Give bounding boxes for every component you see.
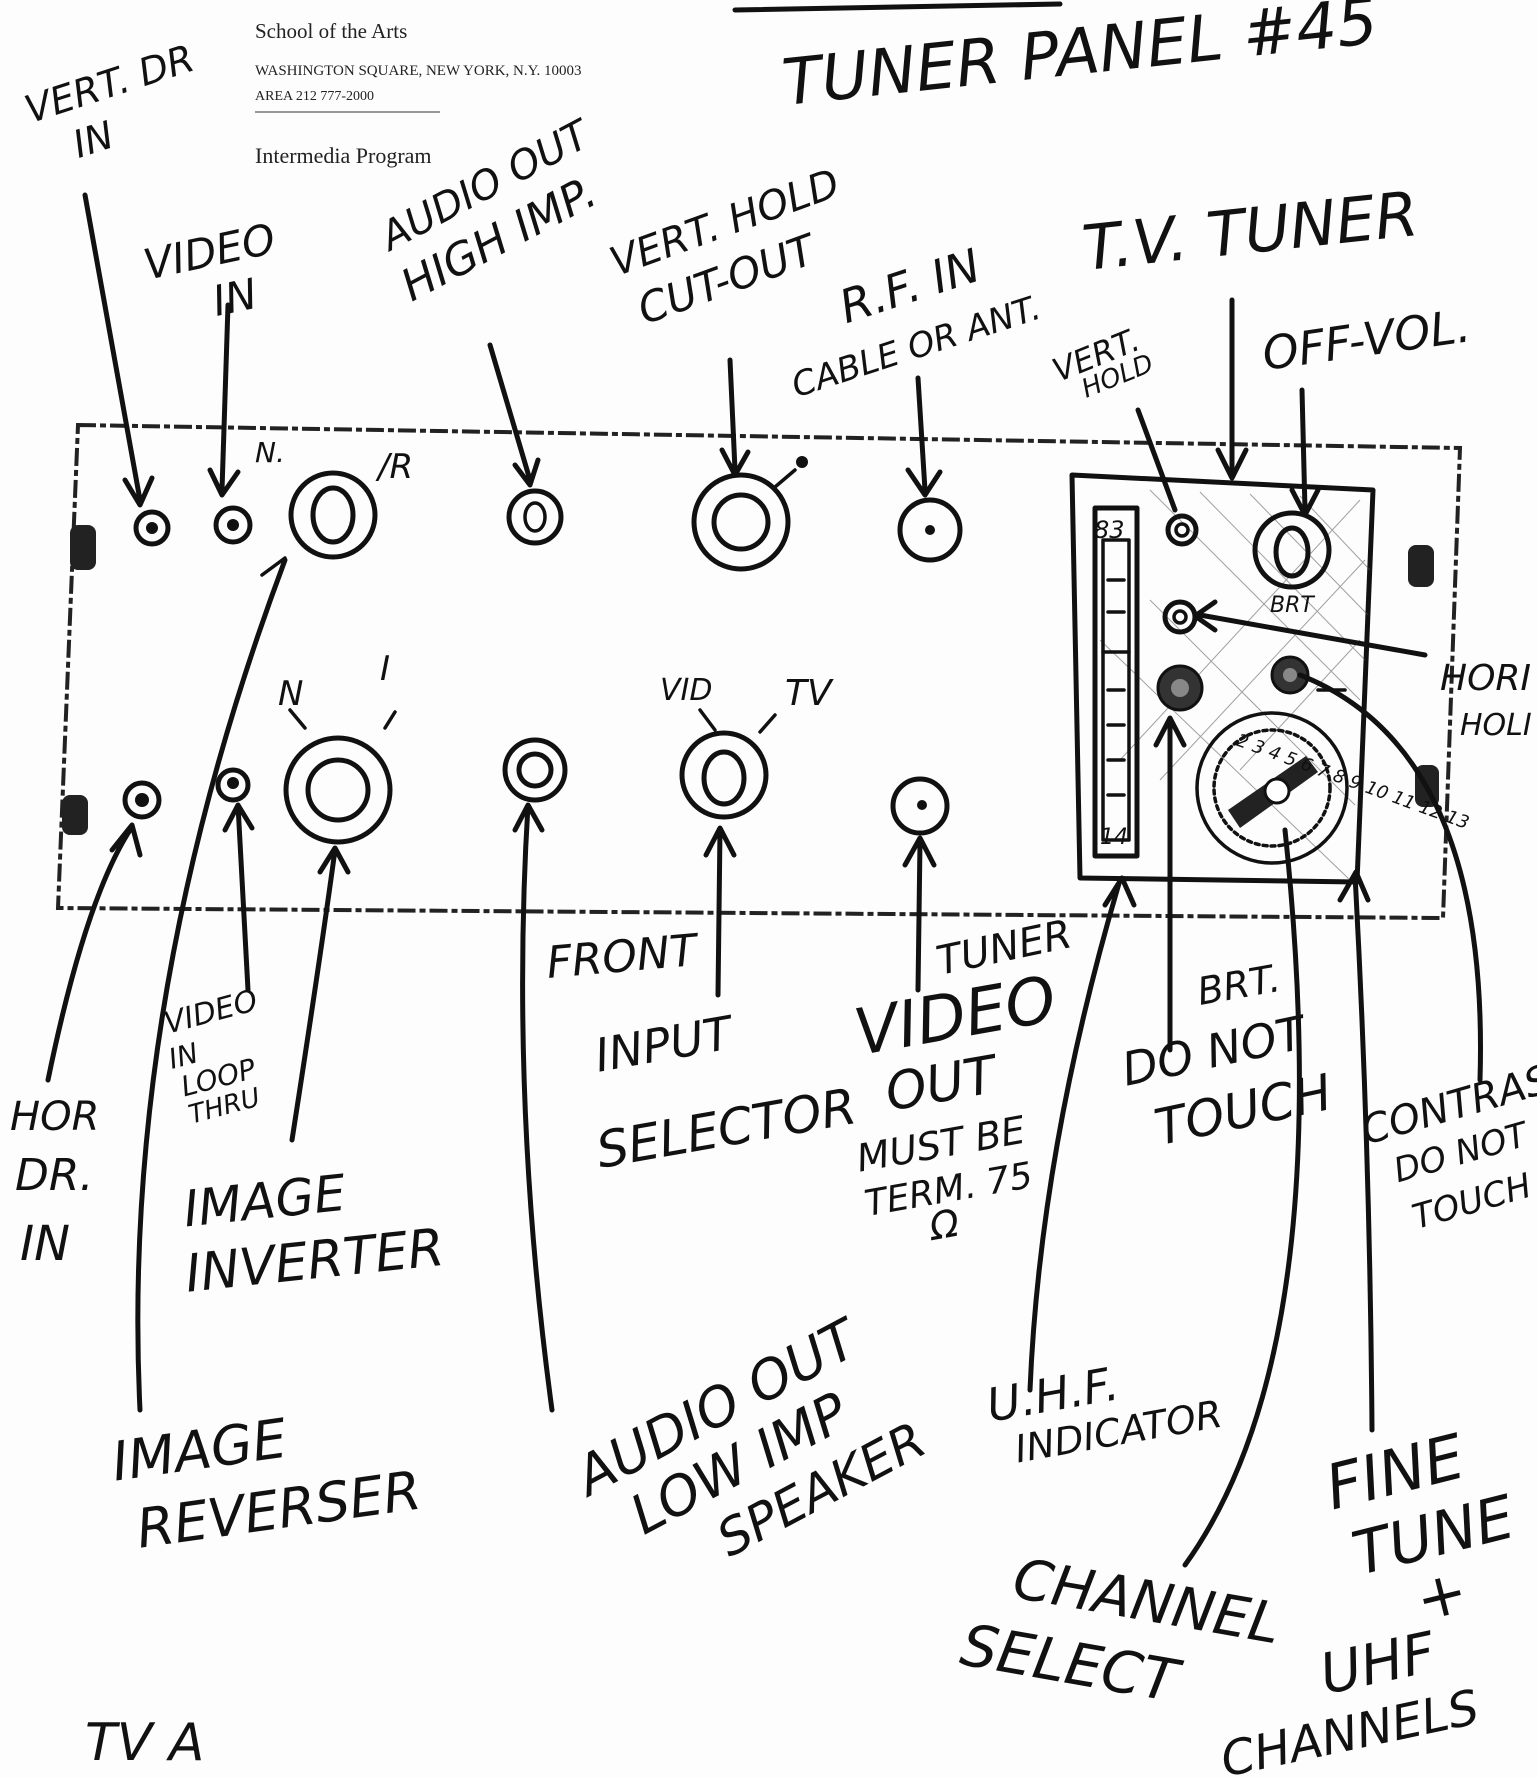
inverter-ticks [290, 710, 395, 728]
svg-text:HOLI: HOLI [1460, 708, 1532, 743]
arrow-channel-select [1185, 830, 1299, 1565]
arrow-tv-tuner [1218, 300, 1246, 478]
arrow-audio-out-high [490, 345, 538, 485]
title: TUNER PANEL #45 [779, 0, 1381, 121]
rf-in-jack[interactable] [900, 500, 960, 560]
letterhead-school: School of the Arts [255, 19, 407, 43]
label-vert-dr-in: VERT. DR IN [19, 36, 214, 178]
hor-dr-in-jack[interactable] [125, 783, 159, 817]
audio-out-high-jack[interactable] [509, 491, 561, 543]
svg-text:INPUT: INPUT [591, 1005, 740, 1083]
label-vert-hold: VERT. HOLD [1047, 319, 1158, 412]
label-off-vol: OFF-VOL. [1259, 298, 1474, 381]
input-selector-switch[interactable] [682, 733, 766, 817]
video-in-jack[interactable] [216, 508, 250, 542]
label-tv-tuner: T.V. TUNER [1079, 177, 1422, 285]
svg-text:HOR: HOR [10, 1094, 99, 1140]
mark-vid: VID [660, 673, 712, 708]
image-reverser-switch[interactable] [291, 473, 375, 557]
video-out-jack[interactable] [893, 779, 947, 833]
svg-text:IN: IN [20, 1216, 70, 1272]
svg-text:HORI: HORI [1440, 658, 1531, 699]
arrow-image-inverter [292, 848, 348, 1140]
do-not-touch-knob[interactable] [1158, 666, 1202, 710]
cutout-dot [796, 456, 808, 468]
arrow-video-in-loop [225, 805, 252, 990]
audio-out-low-jack[interactable] [505, 740, 565, 800]
arrow-video-out [905, 838, 934, 990]
label-footer: TV A [85, 1713, 204, 1773]
brt-mark: BRT [1270, 593, 1315, 618]
uhf-scale-bottom: 14 [1100, 825, 1128, 850]
image-inverter-switch[interactable] [286, 738, 390, 842]
label-video-in-loop: VIDEO IN LOOP THRU [156, 983, 286, 1132]
mark-n-top: N. [255, 436, 285, 469]
cutout-tick [775, 470, 795, 487]
arrow-off-vol [1292, 390, 1318, 515]
label-brt: BRT. [1194, 956, 1284, 1014]
label-front: FRONT [545, 925, 702, 989]
mark-r-top: /R [375, 447, 413, 487]
label-contrast: CONTRAST DO NOT TOUCH [1356, 1049, 1537, 1245]
brightness-knob[interactable] [1165, 602, 1195, 632]
label-audio-out-high: AUDIO OUT HIGH IMP. [369, 110, 626, 311]
arrow-hor-dr-in [48, 825, 140, 1080]
svg-text:IN: IN [68, 113, 119, 167]
vert-hold-knob[interactable] [1168, 516, 1196, 544]
svg-text:VERT. DR: VERT. DR [19, 36, 199, 132]
letterhead-address: WASHINGTON SQUARE, NEW YORK, N.Y. 10003 [255, 63, 582, 79]
label-channel-select: CHANNEL SELECT [956, 1540, 1285, 1732]
arrow-do-not-touch [1156, 718, 1184, 1050]
off-vol-knob[interactable] [1255, 513, 1329, 587]
label-video-out: VIDEO OUT MUST BE TERM. 75 Ω [829, 963, 1094, 1260]
label-image-inverter: IMAGE INVERTER [176, 1154, 447, 1304]
arrow-vert-hold [1138, 410, 1175, 510]
vert-dr-in-jack[interactable] [136, 512, 168, 544]
arrow-rf-in [908, 378, 940, 495]
screw-left-bottom [62, 795, 88, 835]
selector-ticks [700, 710, 775, 732]
mark-i-bottom: I [380, 649, 390, 689]
svg-text:IN: IN [208, 269, 261, 326]
svg-text:DR.: DR. [15, 1150, 93, 1201]
title-underline [735, 4, 1060, 10]
label-vert-hold-cutout: VERT. HOLD CUT-OUT [604, 161, 864, 338]
label-fine-tune: FINE TUNE + [1318, 1411, 1535, 1650]
screw-right-top [1408, 545, 1434, 587]
mark-n-bottom: N [278, 674, 303, 714]
mark-tv: TV [785, 673, 834, 714]
arrow-vert-hold-cutout [722, 360, 748, 475]
arrow-fine-tune [1340, 872, 1372, 1430]
label-image-reverser: IMAGE REVERSER [108, 1389, 425, 1563]
svg-text:SELECTOR: SELECTOR [592, 1077, 860, 1180]
label-audio-out-low: AUDIO OUT LOW IMP SPEAKER [563, 1301, 935, 1614]
uhf-scale-top: 83 [1094, 516, 1125, 544]
arrow-video-in [210, 305, 238, 495]
label-hor-dr-in: HOR DR. IN [10, 1094, 99, 1272]
video-in-loop-jack[interactable] [218, 770, 248, 800]
vert-hold-cutout-switch[interactable] [694, 475, 788, 569]
svg-text:IMAGE: IMAGE [181, 1164, 349, 1239]
letterhead-phone: AREA 212 777-2000 [255, 89, 374, 104]
letterhead-program: Intermedia Program [255, 143, 432, 168]
svg-text:VIDEO: VIDEO [160, 983, 261, 1041]
screw-left-top [70, 525, 96, 570]
label-do-not-touch: DO NOT TOUCH [1117, 1002, 1337, 1161]
label-uhf-indicator: U.H.F. INDICATOR [983, 1340, 1226, 1475]
label-video-in: VIDEO IN [139, 214, 290, 339]
label-horiz-hold: HORI HOLI [1440, 658, 1532, 743]
label-input-selector: INPUT SELECTOR [576, 987, 860, 1180]
arrow-audio-out-low [515, 805, 552, 1410]
